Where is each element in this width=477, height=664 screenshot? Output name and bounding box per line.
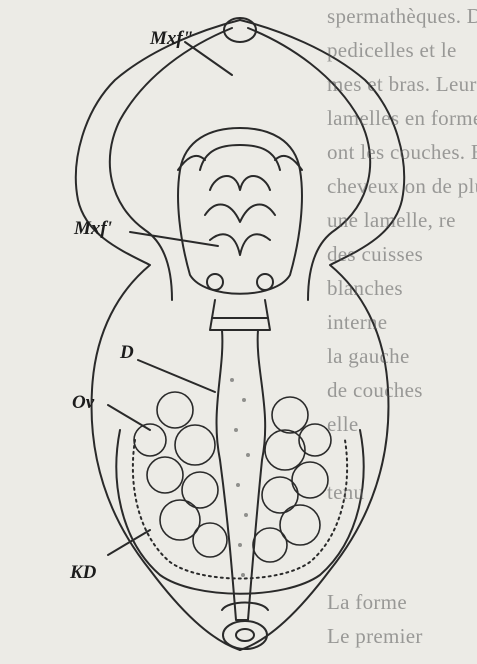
label-mxf1: Mxf' [74,218,112,240]
kd-band [116,430,363,594]
bleed-line: une lamelle, re [327,208,477,233]
bleed-line: mes et bras. Leur [327,72,477,97]
bleed-line: tenu [327,480,477,505]
bleed-line: lamelles en forme [327,106,477,131]
bleed-line: pedicelles et le [327,38,477,63]
bleed-line: interne [327,310,477,335]
bleed-line: La forme [327,590,477,615]
bleed-line: Le premier [327,624,477,649]
label-d: D [120,342,134,364]
head-outline [178,128,302,294]
bleed-line: ont les couches. En [327,140,477,165]
label-kd: KD [70,562,96,584]
bleed-line: elle [327,412,477,437]
bleed-line: la gauche [327,344,477,369]
bleed-line: spermathèques. Des [327,4,477,29]
bleed-line: cheveux on de plus [327,174,477,199]
neck [210,300,270,330]
bleed-line: blanches [327,276,477,301]
label-ov: Ov [72,392,94,414]
label-mxf2: Mxf" [150,28,193,50]
gut-tube [217,330,266,620]
bottom-pod [223,621,267,649]
bleed-line: des cuisses [327,242,477,267]
bleed-line: de couches [327,378,477,403]
